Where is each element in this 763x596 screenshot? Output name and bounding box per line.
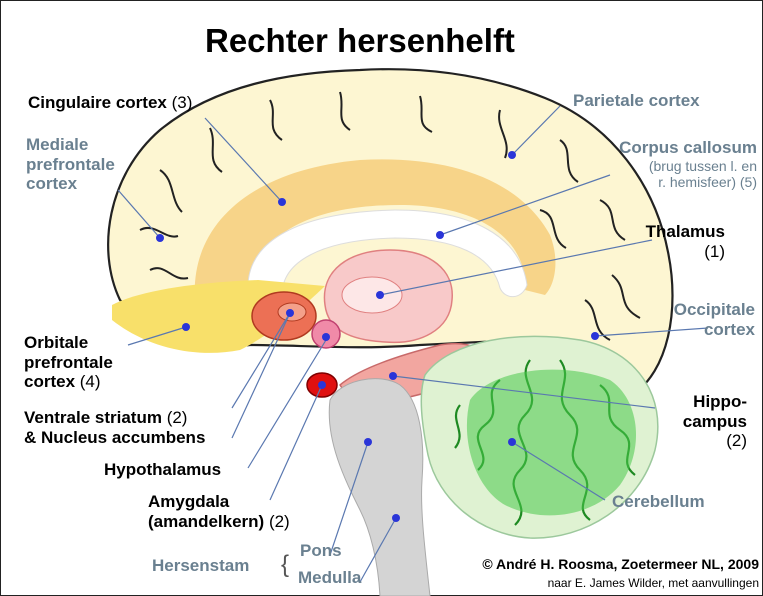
dot-hippocampus: [389, 372, 397, 380]
dot-striatum: [286, 309, 294, 317]
vs-line-2: & Nucleus accumbens: [24, 428, 205, 448]
label-cingulate-cortex: Cingulaire cortex (3): [28, 93, 192, 113]
cingulate-number: (3): [172, 93, 193, 112]
hippo-line-1: Hippo-: [683, 392, 747, 412]
label-orbital-prefrontal-cortex: Orbitale prefrontale cortex (4): [24, 333, 113, 392]
thalamus-inner: [342, 277, 402, 313]
label-medulla: Medulla: [298, 568, 361, 588]
dot-thalamus: [376, 291, 384, 299]
brainstem-brace: {: [281, 551, 289, 579]
mpfc-line-2: prefrontale: [26, 155, 115, 175]
copyright-credit: © André H. Roosma, Zoetermeer NL, 2009: [482, 556, 759, 572]
dot-medulla: [392, 514, 400, 522]
thalamus-text: Thalamus: [646, 222, 725, 242]
label-occipital-cortex: Occipitale cortex: [674, 300, 755, 339]
dot-occipital: [591, 332, 599, 340]
label-hippocampus: Hippo- campus (2): [683, 392, 747, 451]
cc-title: Corpus callosum: [619, 138, 757, 158]
dot-cerebellum: [508, 438, 516, 446]
ofc-number: (4): [80, 372, 101, 391]
label-cerebellum: Cerebellum: [612, 492, 705, 512]
hippo-line-2: campus: [683, 412, 747, 432]
thalamus-number: (1): [646, 242, 725, 262]
cingulate-text: Cingulaire cortex: [28, 93, 167, 112]
label-pons: Pons: [300, 541, 342, 561]
dot-hypothalamus: [322, 333, 330, 341]
label-thalamus: Thalamus (1): [646, 222, 725, 261]
label-brainstem: Hersenstam: [152, 556, 249, 576]
amygdala-number: (2): [269, 512, 290, 531]
dot-amygdala: [318, 381, 326, 389]
ofc-line-2: prefrontale: [24, 353, 113, 373]
ofc-line-3: cortex: [24, 372, 75, 391]
ofc-line-1: Orbitale: [24, 333, 113, 353]
mpfc-line-3: cortex: [26, 174, 115, 194]
brainstem: [329, 379, 430, 596]
label-parietal-cortex: Parietale cortex: [573, 91, 700, 111]
dot-mpfc: [156, 234, 164, 242]
vs-number: (2): [167, 408, 188, 427]
occipital-line-1: Occipitale: [674, 300, 755, 320]
diagram-title: Rechter hersenhelft: [205, 22, 515, 60]
label-corpus-callosum: Corpus callosum (brug tussen l. en r. he…: [619, 138, 757, 190]
mpfc-line-1: Mediale: [26, 135, 115, 155]
amygdala-line-2: (amandelkern): [148, 512, 264, 531]
cc-sub-1: (brug tussen l. en: [619, 158, 757, 174]
label-hypothalamus: Hypothalamus: [104, 460, 221, 480]
label-ventral-striatum: Ventrale striatum (2) & Nucleus accumben…: [24, 408, 205, 447]
cerebellum-folia-fill: [467, 370, 636, 516]
cc-sub-2: r. hemisfeer) (5): [619, 174, 757, 190]
hippo-number: (2): [683, 431, 747, 451]
attribution-credit: naar E. James Wilder, met aanvullingen: [548, 577, 759, 591]
dot-parietal: [508, 151, 516, 159]
label-amygdala: Amygdala (amandelkern) (2): [148, 492, 290, 531]
dot-orbitofrontal: [182, 323, 190, 331]
dot-pons: [364, 438, 372, 446]
occipital-line-2: cortex: [674, 320, 755, 340]
label-medial-prefrontal-cortex: Mediale prefrontale cortex: [26, 135, 115, 194]
dot-cingulate: [278, 198, 286, 206]
amygdala-line-1: Amygdala: [148, 492, 290, 512]
dot-corpus-callosum: [436, 231, 444, 239]
vs-line-1: Ventrale striatum: [24, 408, 162, 427]
